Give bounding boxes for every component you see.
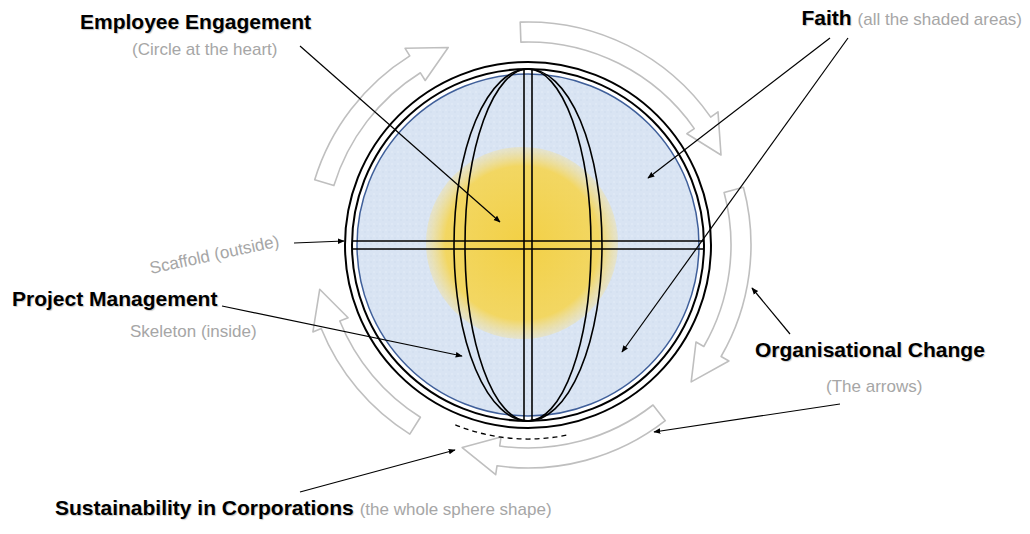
concept-label: Sustainability in Corporations bbox=[55, 496, 354, 520]
inner-ring bbox=[352, 69, 704, 421]
concept-label: Employee Engagement bbox=[80, 10, 311, 34]
note-label: (the whole sphere shape) bbox=[360, 500, 552, 520]
note-label: (The arrows) bbox=[826, 377, 922, 397]
leader-line bbox=[222, 306, 462, 356]
note-label: Skeleton (inside) bbox=[130, 322, 257, 342]
concept-label: Organisational Change bbox=[755, 338, 985, 362]
shaded-sphere bbox=[357, 74, 699, 416]
skeleton-lines bbox=[353, 69, 703, 421]
dashed-arc bbox=[455, 425, 568, 439]
leader-line bbox=[300, 450, 455, 492]
concept-label: Project Management bbox=[12, 287, 217, 311]
note-label: (Circle at the heart) bbox=[132, 40, 278, 60]
note-label: (all the shaded areas) bbox=[858, 10, 1022, 30]
change-arrows bbox=[313, 22, 751, 475]
leader-line bbox=[300, 46, 500, 222]
note-label: Scaffold (outside) bbox=[148, 232, 281, 279]
leader-line bbox=[654, 404, 840, 432]
leader-line bbox=[622, 38, 848, 352]
leader-line bbox=[294, 241, 344, 243]
leader-lines bbox=[222, 38, 848, 492]
leader-line bbox=[648, 38, 830, 178]
concept-label: Faith bbox=[801, 6, 851, 30]
leader-line bbox=[752, 288, 790, 334]
outer-ring bbox=[345, 62, 711, 428]
